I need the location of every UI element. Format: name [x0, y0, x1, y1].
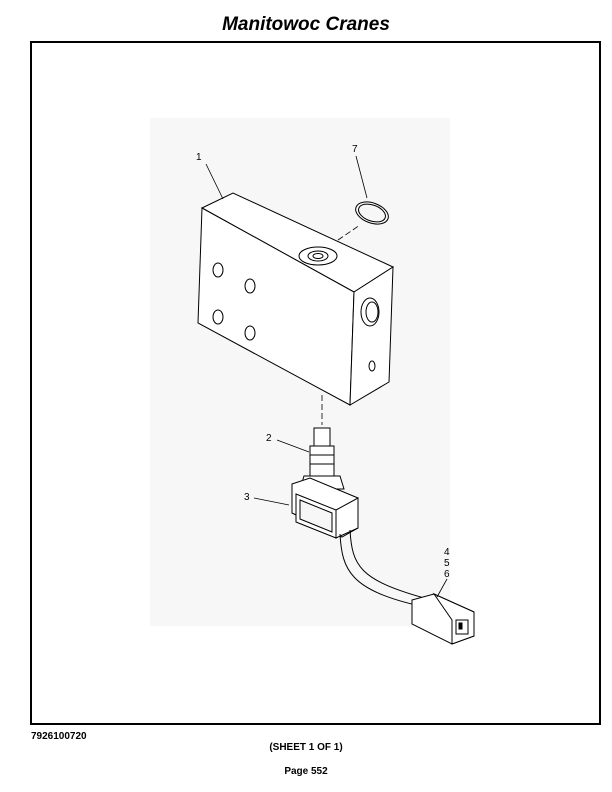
valve-block	[197, 192, 395, 406]
solenoid-coil	[291, 477, 359, 539]
assembly-lines	[321, 224, 361, 425]
callout-4: 4	[444, 547, 450, 558]
leader-lines	[205, 155, 448, 598]
sheet-indicator: (SHEET 1 OF 1)	[269, 742, 343, 753]
drawing-number: 7926100720	[31, 731, 87, 742]
o-ring	[355, 201, 389, 225]
callout-7: 7	[352, 144, 358, 155]
wire-lead	[339, 529, 425, 607]
part-callouts: 1 7 2 3 4 5 6	[196, 144, 450, 580]
callout-3: 3	[244, 492, 250, 503]
page-number: Page 552	[284, 766, 328, 777]
connector	[411, 592, 475, 645]
callout-5: 5	[444, 558, 450, 569]
callout-2: 2	[266, 433, 272, 444]
page-title: Manitowoc Cranes	[222, 14, 390, 35]
drawing-frame	[30, 41, 601, 725]
callout-1: 1	[196, 152, 202, 163]
callout-6: 6	[444, 569, 450, 580]
